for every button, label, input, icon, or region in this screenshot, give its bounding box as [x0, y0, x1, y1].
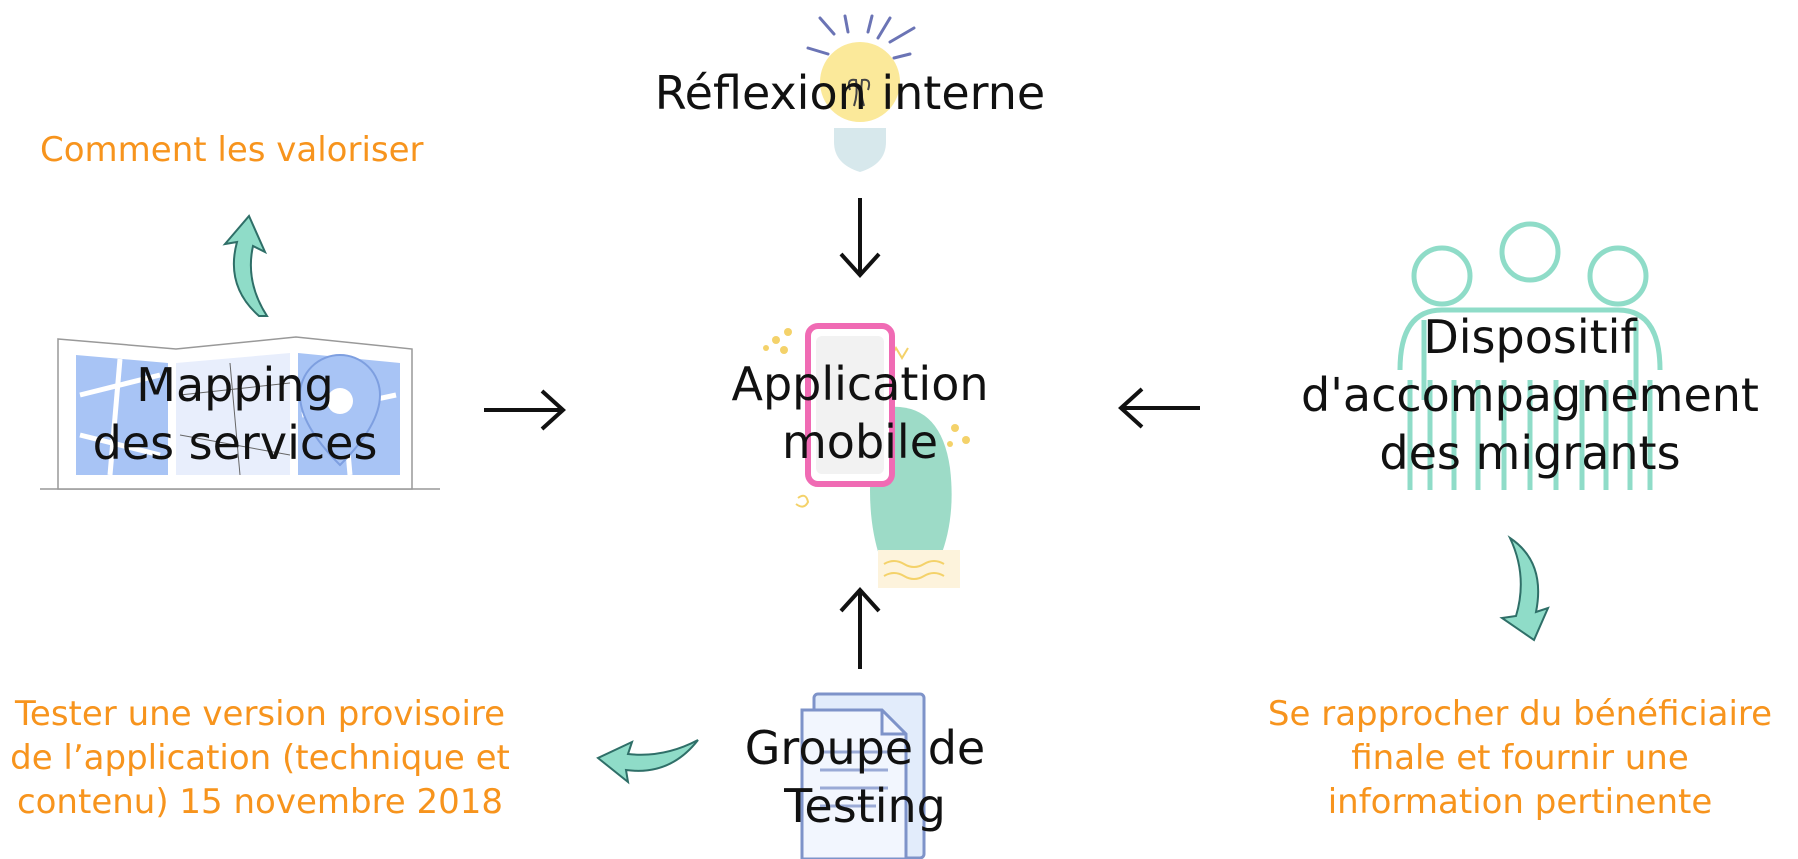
arrow-right-left	[484, 389, 566, 431]
curved-arrow-left-icon	[596, 739, 699, 785]
note-comment-les-valoriser: Comment les valoriser	[40, 130, 424, 170]
curved-arrow-up-icon	[222, 214, 269, 317]
note-beneficiaire-line2: finale et fournir une	[1351, 738, 1689, 778]
note-beneficiaire-line3: information pertinente	[1327, 782, 1713, 822]
group-of-people-icon	[1397, 221, 1663, 490]
node-mapping-line1: Mapping	[136, 358, 334, 412]
note-tester-line3: contenu) 15 novembre 2018	[16, 782, 504, 822]
node-dispositif-line3: des migrants	[1379, 426, 1681, 480]
documents-icon	[800, 692, 926, 859]
arrow-left-right	[1118, 387, 1200, 429]
node-dispositif-line1: Dispositif	[1423, 310, 1637, 364]
map-icon	[40, 336, 440, 490]
arrow-up-bottom	[839, 587, 881, 669]
node-application-mobile-line1: Application	[731, 357, 989, 411]
phone-in-hand-icon	[763, 323, 970, 588]
curved-arrow-down-icon	[1499, 535, 1550, 642]
node-groupe-testing-line1: Groupe de	[744, 721, 986, 775]
note-beneficiaire-line1: Se rapprocher du bénéficiaire	[1267, 694, 1773, 734]
node-reflexion-interne: Réflexion interne	[654, 66, 1046, 120]
note-tester-line1: Tester une version provisoire	[14, 694, 506, 734]
note-tester-line2: de l’application (technique et	[10, 738, 510, 778]
node-mapping-line2: des services	[92, 416, 378, 470]
node-groupe-testing-line2: Testing	[784, 779, 946, 833]
lightbulb-icon	[806, 14, 916, 172]
node-application-mobile-line2: mobile	[781, 415, 938, 469]
node-dispositif-line2: d'accompagnement	[1301, 368, 1759, 422]
arrow-down-top	[839, 198, 881, 278]
